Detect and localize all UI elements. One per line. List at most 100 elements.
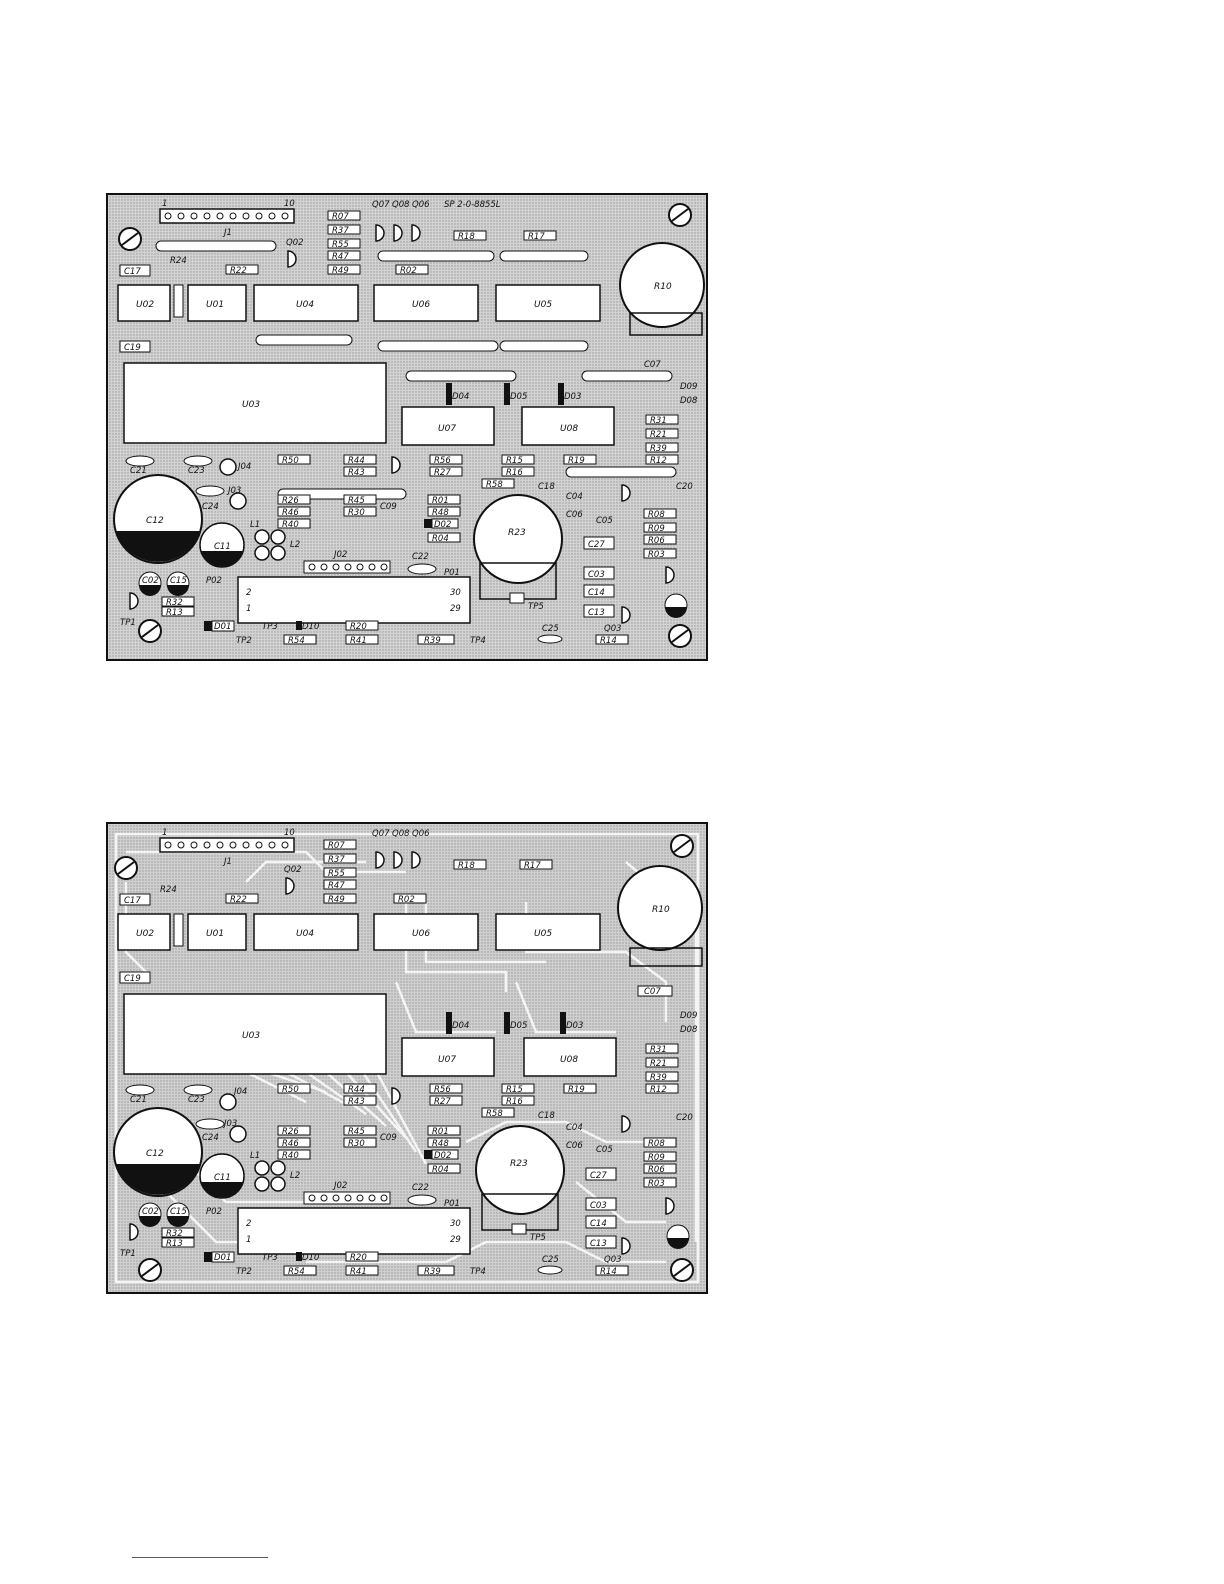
ic-u06: U06 (373, 284, 479, 322)
svg-text:R58: R58 (486, 1109, 503, 1119)
c06-label: C06 (566, 510, 583, 520)
p02-label: P02 (206, 1207, 222, 1217)
svg-text:U05: U05 (534, 929, 552, 939)
svg-text:Q07: Q07 (372, 829, 390, 839)
svg-text:R54: R54 (288, 636, 305, 646)
resistor-r16: R16 (501, 1095, 535, 1107)
svg-text:C18: C18 (538, 482, 555, 492)
svg-text:U06: U06 (412, 929, 430, 939)
svg-text:R45: R45 (348, 496, 365, 506)
resistor-r13: R13 (161, 606, 195, 618)
resistor-r22: R22 (225, 893, 259, 905)
resistor-r39: R39 (645, 442, 679, 454)
c05-label: C05 (596, 1145, 613, 1155)
resistor-r41: R41 (345, 634, 379, 646)
svg-text:C03: C03 (588, 570, 605, 580)
svg-text:Q02: Q02 (286, 238, 304, 248)
svg-text:R04: R04 (432, 1165, 449, 1175)
svg-text:R18: R18 (458, 861, 475, 871)
diode-d03: D03 (558, 383, 581, 405)
svg-text:R21: R21 (650, 430, 667, 440)
svg-text:U03: U03 (242, 1031, 260, 1041)
ic-u04: U04 (253, 284, 359, 322)
capacitor-c12: C12 (113, 474, 203, 564)
resistor-r01: R01 (427, 1125, 461, 1137)
svg-text:R27: R27 (434, 1097, 451, 1107)
svg-text:Q07: Q07 (372, 200, 390, 210)
svg-text:R39: R39 (650, 1073, 667, 1083)
resistor-r56: R56 (429, 1083, 463, 1095)
pcb-board-bottom: 1 10 J1 R07 R37 R55 R47 R49 Q07 Q08 Q06 … (106, 822, 708, 1294)
connector-p01: P01 2 1 30 29 (237, 568, 471, 624)
ic-u05: U05 (495, 284, 601, 322)
svg-text:C02: C02 (142, 1207, 159, 1217)
svg-text:C03: C03 (590, 1201, 607, 1211)
svg-text:R02: R02 (398, 895, 415, 905)
svg-text:R01: R01 (432, 496, 449, 506)
svg-text:C24: C24 (202, 502, 219, 512)
resistor-r17: R17 (519, 859, 553, 871)
resistor-r13: R13 (161, 1237, 195, 1249)
capacitor-c22: C22 (407, 1183, 437, 1206)
svg-text:C27: C27 (590, 1171, 607, 1181)
svg-text:R17: R17 (528, 232, 545, 242)
svg-text:R04: R04 (432, 534, 449, 544)
svg-text:R20: R20 (350, 1253, 367, 1263)
svg-text:R30: R30 (348, 1139, 365, 1149)
resistor-r12: R12 (645, 454, 679, 466)
ic-u08: U08 (521, 406, 615, 446)
c07-label: C07 (644, 360, 661, 370)
resistor-r32: R32 (161, 596, 195, 608)
diode-d04: D04 (446, 383, 469, 405)
svg-text:D01: D01 (214, 1253, 231, 1263)
svg-text:Q06: Q06 (412, 200, 430, 210)
svg-text:R20: R20 (350, 622, 367, 632)
pcb-board-top: SP 2-0-8855L 1 10 J1 R07 R37 R55 R47 R49… (106, 193, 708, 661)
resistor-r16: R16 (501, 466, 535, 478)
transistor-q02: Q02 (286, 238, 304, 268)
svg-text:C15: C15 (170, 1207, 187, 1217)
ic-u03: U03 (123, 362, 387, 444)
svg-text:R14: R14 (600, 1267, 617, 1277)
svg-text:R56: R56 (434, 456, 451, 466)
diode-d04: D04 (446, 1012, 469, 1034)
svg-text:R23: R23 (510, 1159, 528, 1169)
pad-row (405, 370, 517, 382)
svg-text:C25: C25 (542, 624, 559, 634)
capacitor-c24: C24 (195, 1118, 225, 1143)
tp3-label: TP3 (262, 1253, 278, 1263)
resistor-r49: R49 (327, 264, 361, 276)
svg-text:R31: R31 (650, 416, 667, 426)
capacitor-c14: C14 (585, 1215, 617, 1229)
svg-text:R39: R39 (424, 636, 441, 646)
svg-text:R03: R03 (648, 550, 665, 560)
svg-text:R39: R39 (650, 444, 667, 454)
svg-text:R45: R45 (348, 1127, 365, 1137)
svg-text:L1: L1 (250, 1151, 260, 1161)
diode-d05: D05 (504, 1012, 527, 1034)
svg-text:R48: R48 (432, 1139, 449, 1149)
resistor-r30: R30 (343, 1137, 377, 1149)
svg-text:C14: C14 (588, 588, 605, 598)
svg-text:C19: C19 (124, 343, 141, 353)
svg-text:U06: U06 (412, 300, 430, 310)
testpoint-j04: J04 (219, 458, 251, 476)
resistor-r58: R58 (481, 1107, 515, 1119)
svg-text:30: 30 (450, 588, 461, 598)
mounting-hole (668, 203, 692, 227)
resistor-r32: R32 (161, 1227, 195, 1239)
pin10-label: 10 (284, 828, 295, 838)
svg-text:J03: J03 (222, 1119, 237, 1129)
svg-text:R15: R15 (506, 1085, 523, 1095)
svg-text:J02: J02 (332, 1181, 347, 1191)
resistor-r31: R31 (645, 1043, 679, 1055)
svg-text:C27: C27 (588, 540, 605, 550)
svg-text:R01: R01 (432, 1127, 449, 1137)
transistor-q04 (665, 1197, 675, 1215)
resistor-r39: R39 (645, 1071, 679, 1083)
resistor-r50: R50 (277, 1083, 311, 1095)
transistor-q06: Q06 (411, 829, 430, 869)
svg-text:U08: U08 (560, 1055, 578, 1065)
resistor-r09: R09 (643, 522, 677, 534)
resistor-r54: R54 (283, 1265, 317, 1277)
